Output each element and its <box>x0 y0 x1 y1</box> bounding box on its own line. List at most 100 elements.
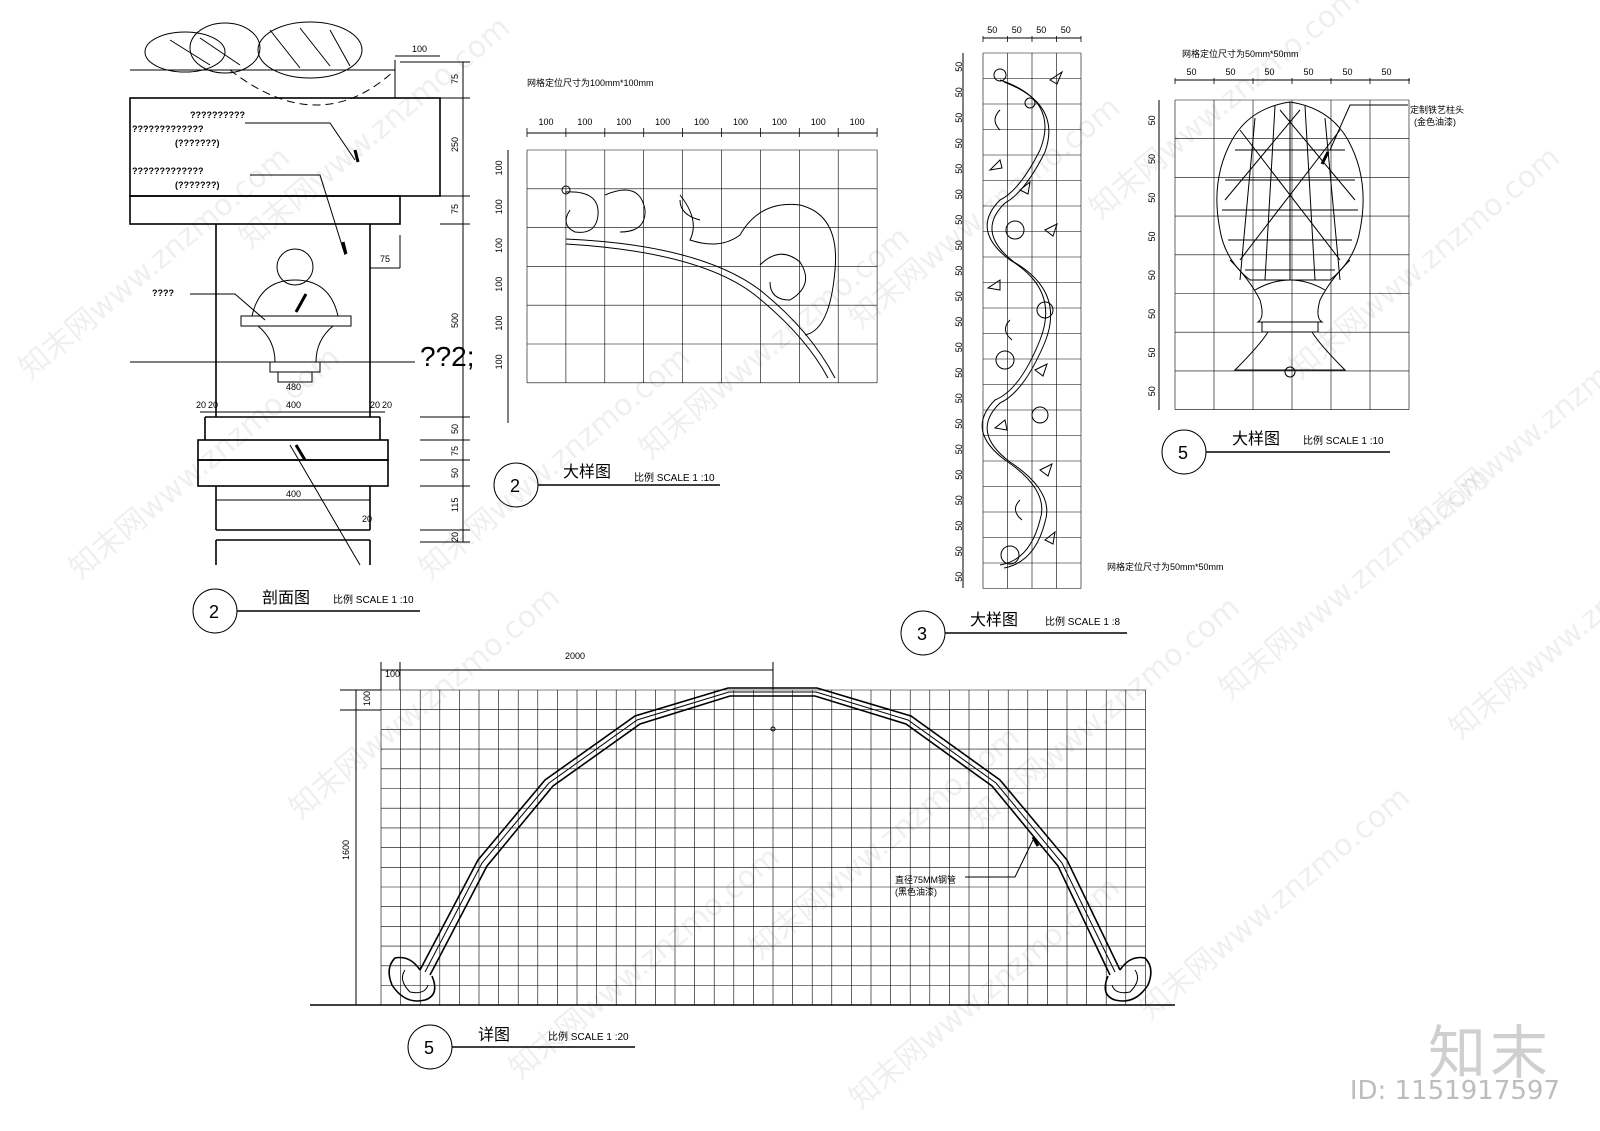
dim-label: 50 <box>1382 67 1392 77</box>
detail2-number: 2 <box>510 476 520 496</box>
detail2-scale: 比例 SCALE 1 :10 <box>634 471 715 484</box>
watermark-text: 知末网www.znzmo.com <box>503 840 787 1086</box>
vine-ornament <box>981 68 1064 569</box>
detail5b-scale: 比例 SCALE 1 :20 <box>548 1030 629 1043</box>
dim-label: 50 <box>954 368 964 378</box>
dim-400a: 400 <box>286 400 301 410</box>
detail3-grid <box>982 52 1082 589</box>
dim-label: 50 <box>1147 309 1157 319</box>
detail5a-grid-note: 网格定位尺寸为50mm*50mm <box>1182 48 1299 59</box>
dim-480: 480 <box>286 382 301 392</box>
dim-label: 50 <box>1147 348 1157 358</box>
dim-20-c: 20 <box>370 400 380 410</box>
dim-label: 50 <box>954 317 964 327</box>
dim-r-3: 500 <box>450 313 460 328</box>
dim-label: 50 <box>1147 115 1157 125</box>
note-4: (???????) <box>175 180 219 190</box>
dim-r-7: 115 <box>450 498 460 512</box>
dim-label: 100 <box>811 117 826 127</box>
detail3-title: 大样图 <box>970 611 1018 629</box>
detail3-number: 3 <box>917 624 927 644</box>
dim-label: 100 <box>538 117 553 127</box>
arch-dim-2000: 2000 <box>565 651 585 661</box>
dim-label: 100 <box>494 238 504 253</box>
dim-label: 50 <box>954 62 964 72</box>
dim-label: 100 <box>494 160 504 175</box>
finial-ornament <box>1216 101 1364 378</box>
dim-label: 50 <box>954 572 964 582</box>
section-title: 剖面图 <box>262 589 310 607</box>
dim-label: 100 <box>577 117 592 127</box>
detail2-title: 大样图 <box>563 463 611 481</box>
dim-label: 100 <box>694 117 709 127</box>
dim-label: 50 <box>1147 270 1157 280</box>
dim-label: 50 <box>954 266 964 276</box>
detail5a-title: 大样图 <box>1232 430 1280 448</box>
dim-label: 50 <box>1304 67 1314 77</box>
detail3-grid-note: 网格定位尺寸为50mm*50mm <box>1107 561 1224 572</box>
dim-label: 50 <box>1187 67 1197 77</box>
watermark-text: 知末网www.znzmo.com <box>63 340 347 586</box>
dim-label: 50 <box>1343 67 1353 77</box>
dim-label: 50 <box>954 215 964 225</box>
dim-label: 50 <box>954 87 964 97</box>
detail5a-scale: 比例 SCALE 1 :10 <box>1303 434 1384 447</box>
detail2-grid <box>526 149 878 384</box>
capital-neck <box>129 195 401 225</box>
base-lower <box>215 486 371 541</box>
dim-r-8: 20 <box>450 532 460 542</box>
dim-label: 50 <box>954 240 964 250</box>
dim-label: 50 <box>1147 231 1157 241</box>
pillar-shaft <box>215 224 371 417</box>
dim-20-a: 20 <box>196 400 206 410</box>
detail3-scale: 比例 SCALE 1 :8 <box>1045 615 1120 628</box>
dim-label: 100 <box>850 117 865 127</box>
dim-label: 50 <box>954 113 964 123</box>
dim-r-1: 250 <box>450 137 460 152</box>
detail5a-drawing: 网格定位尺寸为50mm*50mm 50 50 50 50 50 50 50 50 50 50 50… <box>1147 48 1464 475</box>
watermark-text: 知末网www.znzmo.com <box>13 140 297 386</box>
dim-75: 75 <box>380 254 390 264</box>
arch-grid <box>380 689 1146 1006</box>
dim-label: 50 <box>1265 67 1275 77</box>
arch-dim-100-left: 100 <box>362 691 372 706</box>
side-label: ??2; <box>420 341 475 372</box>
watermark-text: 知末网www.znzmo.com <box>843 90 1127 336</box>
dim-label: 100 <box>494 354 504 369</box>
dim-r-4: 50 <box>450 424 460 434</box>
detail5b-number: 5 <box>424 1038 434 1058</box>
dim-label: 50 <box>1147 154 1157 164</box>
dim-label: 50 <box>954 546 964 556</box>
dim-label: 50 <box>954 138 964 148</box>
dim-label: 50 <box>954 444 964 454</box>
watermark-text: 知末网www.znzmo.com <box>283 580 567 826</box>
watermark-layer: 知末网www.znzmo.com知末网www.znzmo.com知末网www.z… <box>13 0 1600 1116</box>
dim-label: 50 <box>954 470 964 480</box>
dim-label: 50 <box>1061 25 1071 35</box>
watermark-text: 知末网www.znzmo.com <box>1283 140 1567 386</box>
id-watermark: ID: 1151917597 <box>1349 1076 1560 1106</box>
dim-label: 50 <box>954 164 964 174</box>
detail5a-number: 5 <box>1178 443 1188 463</box>
section-drawing: 75 250 75 500 50 75 50 115 20 100 75 480… <box>129 21 475 634</box>
brand-watermark: 知末 <box>1427 1019 1552 1087</box>
detail5a-callout-2: (金色油漆) <box>1414 116 1456 127</box>
dim-r-5: 75 <box>450 446 460 456</box>
detail5b-title: 详图 <box>478 1026 510 1044</box>
arch-dim-100-top: 100 <box>385 669 400 679</box>
arch-dim-1600: 1600 <box>341 840 351 860</box>
watermark-text: 知末网www.znzmo.com <box>1443 500 1600 746</box>
watermark-text: 知末网www.znzmo.com <box>1083 0 1367 226</box>
watermark-text: 知末网www.znzmo.com <box>1403 300 1600 546</box>
watermark-text: 知末网www.znzmo.com <box>743 720 1027 966</box>
dim-label: 50 <box>954 291 964 301</box>
detail5a-grid <box>1174 99 1410 410</box>
dim-top-100: 100 <box>412 44 427 54</box>
watermark-text: 知末网www.znzmo.com <box>1133 780 1417 1026</box>
